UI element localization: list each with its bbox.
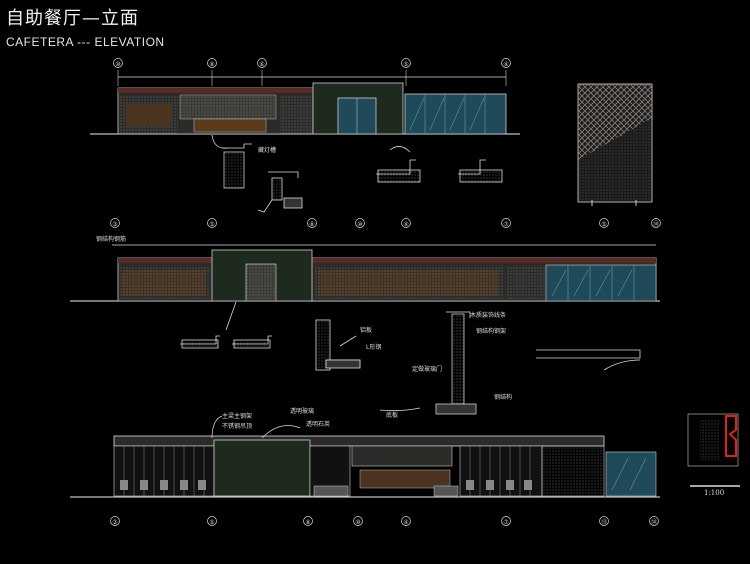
grid-marker-label: ⑤ xyxy=(209,221,214,228)
grid-marker-label: ⑦ xyxy=(503,221,509,228)
grid-markers xyxy=(110,58,661,526)
grid-marker-label: ⑧ xyxy=(309,221,314,228)
grid-marker-label: ⑩ xyxy=(355,519,360,526)
elevation-middle xyxy=(70,244,660,302)
grid-marker-label: ⑤ xyxy=(601,221,606,228)
grid-marker-label: ⑥ xyxy=(259,61,264,68)
note-light-trough: 藏灯槽 xyxy=(258,147,277,154)
grid-marker-label: ⑧ xyxy=(209,61,214,68)
grid-marker-label: ④ xyxy=(403,519,408,526)
note-steel-ceiling: 不锈钢吊顶 xyxy=(222,423,253,430)
page-title: 自助餐厅—立面 xyxy=(6,8,139,29)
grid-marker-label: ③ xyxy=(112,221,117,228)
note-main-beam: 主梁主钢架 xyxy=(222,413,253,420)
note-steel: 钢结构 xyxy=(494,394,513,401)
grid-marker-label: ④ xyxy=(403,221,408,228)
page-subtitle: CAFETERA --- ELEVATION xyxy=(6,35,165,49)
grid-marker-label: ⑧ xyxy=(305,519,310,526)
detail-sketches-top xyxy=(211,134,503,213)
note-aluminum-panel: 铝板 xyxy=(360,327,373,334)
grid-marker-label: ③ xyxy=(112,519,117,526)
grid-marker-label: ⑭ xyxy=(653,220,659,228)
note-l-steel: L形钢 xyxy=(366,344,382,351)
grid-marker-label: ⑤ xyxy=(403,61,408,68)
note-steel-structure: 钢结构钢筋 xyxy=(96,236,127,243)
grid-marker-label: ④ xyxy=(503,61,508,68)
note-base-plate: 底板 xyxy=(386,412,399,419)
elevation-bottom xyxy=(70,415,660,498)
scale-label: 1:100 xyxy=(704,489,725,497)
note-clear-glass: 透明玻璃 xyxy=(290,408,315,415)
detail-sketches-middle xyxy=(180,301,641,415)
grid-marker-label: ⑦ xyxy=(503,519,509,526)
grid-marker-label: ⑬ xyxy=(601,518,607,526)
note-wood-trim: 木质装饰线条 xyxy=(470,312,507,319)
key-plan xyxy=(687,413,740,487)
grid-marker-label: ⑤ xyxy=(209,519,214,526)
note-glass-door: 定做玻璃门 xyxy=(412,366,443,373)
note-clear-quartz: 透明石英 xyxy=(306,421,331,428)
grid-marker-label: ⑩ xyxy=(115,61,120,68)
grid-marker-label: ⑩ xyxy=(357,221,362,228)
elevation-top xyxy=(90,70,520,135)
material-panel xyxy=(577,83,653,206)
grid-marker-label: ⑭ xyxy=(651,518,657,526)
note-steel-frame: 钢结构钢架 xyxy=(476,328,507,335)
